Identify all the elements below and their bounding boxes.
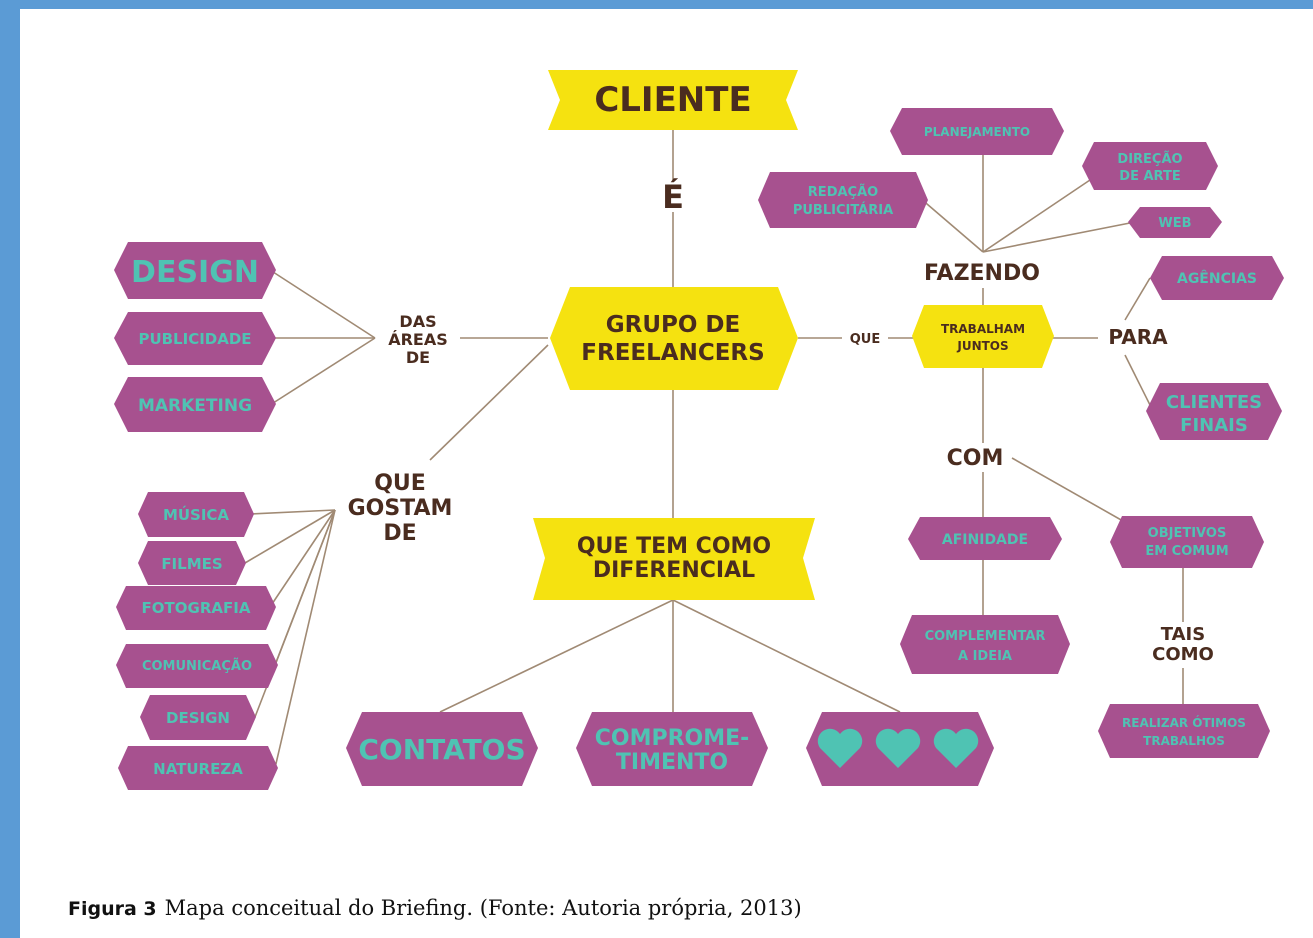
gosto-label-design: DESIGN [166, 709, 230, 727]
cliente-banner [548, 70, 798, 130]
gosto-label-fotografia: FOTOGRAFIA [142, 599, 251, 617]
com-label-realizar-1: REALIZAR ÓTIMOS [1122, 715, 1246, 730]
fazendo-node-planejamento [890, 108, 1064, 155]
com-node-complementar [900, 615, 1070, 674]
grupo-line1: GRUPO DE [606, 312, 741, 338]
grupo-line2: FREELANCERS [581, 340, 764, 366]
diferencial-node-contatos [346, 712, 538, 786]
area-node-publicidade [114, 312, 276, 365]
para-label-agencias: AGÊNCIAS [1177, 270, 1257, 287]
com-label-complementar-1: COMPLEMENTAR [925, 629, 1046, 644]
gosto-label-comunicacao: COMUNICAÇÃO [142, 658, 252, 674]
para-node-agencias [1150, 256, 1284, 300]
das-areas-word-2: ÁREAS [388, 330, 448, 349]
area-node-design [114, 242, 276, 299]
connector-lines [244, 130, 1184, 769]
diferencial-line1: QUE TEM COMO [577, 534, 771, 559]
heart-icon [933, 728, 979, 768]
cliente-label: CLIENTE [594, 80, 751, 120]
area-label-publicidade: PUBLICIDADE [138, 330, 251, 348]
diferencial-label-compromisso-2: TIMENTO [616, 750, 728, 775]
das-areas-word-1: DAS [399, 312, 436, 331]
que-gostam-word-1: QUE [374, 471, 426, 496]
fazendo-label-direcao-2: DE ARTE [1119, 169, 1180, 184]
com-node-objetivos [1110, 516, 1264, 568]
tais-como-word-2: COMO [1152, 644, 1214, 665]
heart-icon [875, 728, 921, 768]
fazendo-label-direcao-1: DIREÇÃO [1117, 151, 1182, 167]
diferencial-banner [533, 518, 815, 600]
fazendo-label-planejamento: PLANEJAMENTO [924, 125, 1030, 139]
figure-caption-text: Mapa conceitual do Briefing. (Fonte: Aut… [164, 896, 802, 920]
figure-caption: Figura 3 Mapa conceitual do Briefing. (Fo… [68, 896, 802, 920]
que-connector: QUE [850, 332, 881, 347]
que-gostam-connector: QUE GOSTAM DE [348, 471, 453, 546]
gosto-node-fotografia [116, 586, 276, 630]
gosto-label-musica: MÚSICA [163, 505, 229, 524]
com-connector: COM [947, 446, 1004, 471]
diferencial-node-compromisso [576, 712, 768, 786]
trabalham-line2: JUNTOS [956, 339, 1008, 353]
com-label-realizar-2: TRABALHOS [1143, 734, 1225, 748]
gosto-label-filmes: FILMES [161, 555, 222, 573]
com-label-afinidade: AFINIDADE [942, 532, 1028, 548]
gosto-node-musica [138, 492, 254, 537]
diferencial-line2: DIFERENCIAL [593, 558, 755, 583]
e-connector: É [662, 178, 684, 216]
area-label-design: DESIGN [131, 255, 259, 290]
grupo-freelancers-node [550, 287, 798, 390]
para-label-clientes-2: FINAIS [1180, 415, 1248, 436]
com-label-objetivos-1: OBJETIVOS [1148, 526, 1227, 541]
area-node-marketing [114, 377, 276, 432]
gosto-node-filmes [138, 541, 246, 585]
trabalham-line1: TRABALHAM [941, 322, 1025, 336]
area-label-marketing: MARKETING [138, 396, 252, 416]
para-connector: PARA [1108, 325, 1168, 349]
tais-como-word-1: TAIS [1161, 624, 1205, 645]
com-label-objetivos-2: EM COMUM [1145, 544, 1228, 559]
das-areas-connector: DAS ÁREAS DE [388, 312, 448, 367]
gosto-node-comunicacao [116, 644, 278, 688]
com-label-complementar-2: A IDEIA [958, 649, 1012, 664]
trabalham-node [912, 305, 1054, 368]
gosto-label-natureza: NATUREZA [153, 760, 243, 778]
gosto-node-design [140, 695, 256, 740]
fazendo-connector: FAZENDO [924, 261, 1040, 286]
fazendo-node-web [1128, 207, 1222, 238]
fazendo-node-redacao [758, 172, 928, 228]
para-node-clientes [1146, 383, 1282, 440]
que-gostam-word-2: GOSTAM [348, 496, 453, 521]
fazendo-label-redacao-1: REDAÇÃO [808, 184, 878, 200]
heart-icon [817, 728, 863, 768]
com-node-realizar [1098, 704, 1270, 758]
para-label-clientes-1: CLIENTES [1166, 392, 1262, 413]
hearts-group [817, 728, 979, 768]
com-node-afinidade [908, 517, 1062, 560]
fazendo-label-redacao-2: PUBLICITÁRIA [793, 202, 893, 218]
das-areas-word-3: DE [406, 348, 430, 367]
fazendo-label-web: WEB [1158, 216, 1191, 231]
fazendo-node-direcao [1082, 142, 1218, 190]
que-gostam-word-3: DE [383, 521, 416, 546]
gosto-node-natureza [118, 746, 278, 790]
diferencial-label-contatos: CONTATOS [358, 733, 525, 766]
diferencial-label-compromisso-1: COMPROME- [595, 726, 750, 751]
figure-label: Figura 3 [68, 898, 157, 920]
